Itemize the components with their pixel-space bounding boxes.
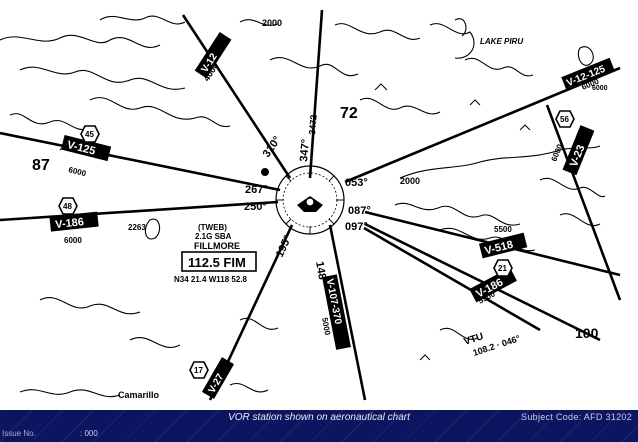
vor-compass-rose — [275, 165, 345, 235]
elevation-87: 87 — [32, 157, 50, 174]
subject-code: Subject Code: AFD 31202 — [521, 412, 632, 422]
route-markers: 45 48 56 21 17 — [58, 110, 575, 379]
route-marker-17: 17 — [194, 366, 203, 375]
aeronautical-chart: 310° 347° 053° 087° 097° 148° 195° 250° … — [0, 9, 622, 401]
airway-v186-west-label: V-186 — [55, 216, 85, 231]
elevation-2000-east: 2000 — [400, 176, 420, 186]
hill-marks — [59, 83, 531, 361]
radial-195: 195° — [274, 234, 294, 260]
elevation-2263: 2263 — [128, 223, 146, 232]
footer-caption: VOR station shown on aeronautical chart — [228, 412, 410, 423]
route-marker-56: 56 — [560, 115, 569, 124]
edge-value-6000: 6000 — [592, 85, 608, 92]
vor-name: FILLMORE — [194, 241, 240, 251]
slide-footer: VOR station shown on aeronautical chart … — [0, 410, 638, 442]
altitude-v107: 5000 — [320, 317, 332, 337]
radial-087: 087° — [348, 205, 371, 217]
vor-phone: 2.1G SBA — [195, 232, 232, 241]
altitude-v23: 6000 — [550, 142, 565, 162]
vor-tweb: (TWEB) — [198, 223, 227, 232]
radial-347: 347° — [298, 139, 312, 163]
vor-coordinates: N34 21.4 W118 52.8 — [174, 275, 247, 284]
route-marker-48: 48 — [63, 202, 72, 211]
radial-097: 097° — [345, 221, 368, 233]
issue-label: Issue No. — [2, 429, 36, 438]
vor-marker-dot — [261, 168, 269, 176]
vor-frequency: 112.5 FIM — [188, 255, 246, 270]
route-marker-21: 21 — [498, 264, 507, 273]
radial-267: 267° — [245, 184, 268, 196]
altitude-v518: 5500 — [494, 225, 512, 234]
elevation-72: 72 — [340, 105, 358, 122]
route-marker-45: 45 — [85, 130, 94, 139]
place-camarillo: Camarillo — [118, 390, 160, 400]
elevation-3472: 3472 — [307, 114, 319, 135]
terrain-labels: 2000 2000 2263 72 87 3472 4000 LAKE PIRU… — [32, 18, 608, 400]
altitude-v125-west: 6000 — [68, 165, 88, 178]
altitude-v186-west: 6000 — [64, 236, 82, 245]
elevation-2000-north: 2000 — [262, 18, 282, 28]
airway-shields: V-12 V-125 V-186 V-23 V-518 V-186 V-107-… — [49, 32, 615, 399]
radial-250: 250° — [244, 201, 267, 213]
issue-value: : 000 — [80, 429, 98, 438]
radial-053: 053° — [345, 177, 368, 189]
vor-info-box: (TWEB) 2.1G SBA FILLMORE 112.5 FIM N34 2… — [174, 223, 257, 284]
edge-value-100: 100 — [575, 325, 599, 341]
airway-v23-label: V-23 — [568, 143, 588, 168]
place-lake-piru: LAKE PIRU — [480, 37, 523, 46]
